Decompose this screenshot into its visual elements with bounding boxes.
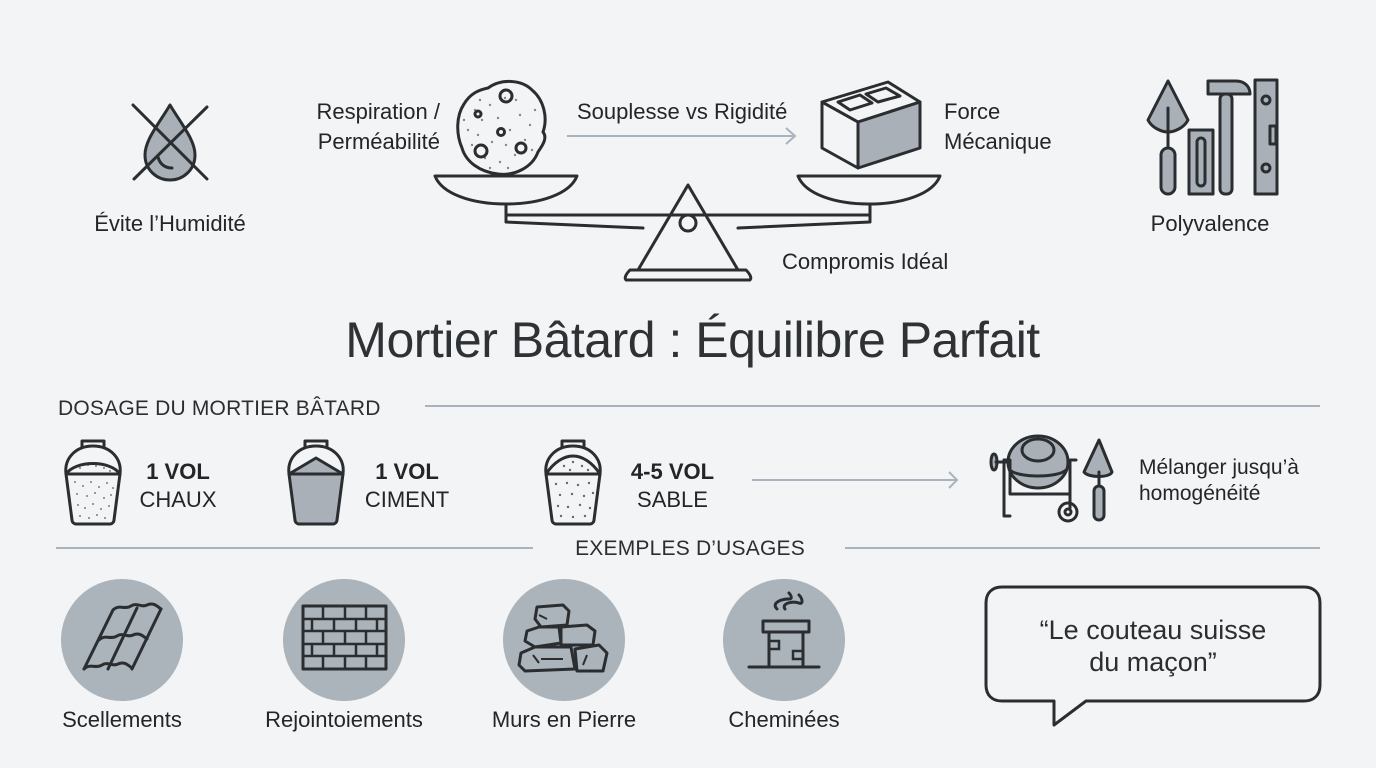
dosage-amount: 1 VOL — [146, 459, 210, 484]
dosage-item-cement — [283, 438, 353, 526]
dosage-item-sand-text: 4-5 VOL SABLE — [615, 458, 730, 514]
usage-chimneys-label: Cheminées — [728, 707, 840, 732]
mason-tools-icon — [1146, 78, 1279, 196]
dosage-item-lime-text: 1 VOL CHAUX — [128, 458, 228, 514]
balance-left-label-line1: Respiration / — [316, 99, 440, 124]
balance-right-label: Force Mécanique — [944, 97, 1052, 157]
bucket-lime-icon — [64, 439, 122, 526]
dosage-result — [988, 432, 1114, 524]
fulcrum-label: Compromis Idéal — [782, 249, 949, 274]
dosage-material: CIMENT — [364, 487, 450, 512]
cement-mixer-trowel-icon — [989, 434, 1114, 523]
usages-section-title: EXEMPLES D’USAGES — [575, 537, 805, 560]
chimney-icon — [747, 591, 821, 669]
usage-stone-walls-label: Murs en Pierre — [491, 707, 637, 732]
dosage-item-cement-text: 1 VOL CIMENT — [357, 458, 457, 514]
speech-bubble-icon — [984, 585, 1322, 727]
balance-left-label-line2: Perméabilité — [317, 129, 440, 154]
quote-line2: du maçon” — [1089, 647, 1217, 677]
usage-sealing — [61, 579, 183, 701]
dosage-item-sand — [540, 438, 610, 526]
bucket-cement-icon — [287, 439, 345, 526]
concrete-block-icon — [820, 80, 922, 170]
page-title: Mortier Bâtard : Équilibre Parfait — [345, 312, 1040, 368]
quote-line1: “Le couteau suisse — [1039, 615, 1267, 645]
roof-tiles-icon — [82, 602, 163, 671]
dosage-section-title: DOSAGE DU MORTIER BÂTARD — [58, 397, 381, 420]
dosage-divider — [425, 405, 1320, 407]
benefit-humidity-label: Évite l’Humidité — [94, 211, 246, 236]
usage-repointing-label: Rejointoiements — [265, 707, 423, 732]
benefit-versatility-label: Polyvalence — [1150, 211, 1270, 236]
usage-chimneys — [723, 579, 845, 701]
quote-text: “Le couteau suisse du maçon” — [984, 614, 1322, 678]
dosage-result-label: Mélanger jusqu’à homogénéité — [1139, 455, 1299, 507]
benefit-humidity — [120, 95, 220, 190]
balance-scale — [420, 70, 960, 300]
arrow-right-icon — [752, 471, 959, 489]
benefit-versatility — [1140, 78, 1280, 198]
dosage-amount: 4-5 VOL — [630, 459, 715, 484]
usage-repointing — [283, 579, 405, 701]
balance-left-label: Respiration / Perméabilité — [296, 97, 440, 157]
dosage-item-lime — [60, 438, 130, 526]
dosage-amount: 1 VOL — [375, 459, 439, 484]
balance-arrow-label: Souplesse vs Rigidité — [577, 99, 788, 124]
usages-divider-left — [56, 547, 533, 549]
usage-stone-walls — [503, 579, 625, 701]
dosage-arrow — [750, 470, 960, 490]
no-water-drop-icon — [131, 103, 209, 182]
balance-right-label-line2: Mécanique — [944, 129, 1052, 154]
usages-divider-right — [845, 547, 1320, 549]
dosage-result-line2: homogénéité — [1139, 482, 1261, 505]
stone-wall-icon — [517, 603, 609, 673]
dosage-material: SABLE — [637, 487, 708, 512]
balance-right-label-line1: Force — [944, 99, 1001, 124]
usage-sealing-label: Scellements — [62, 707, 182, 732]
dosage-result-line1: Mélanger jusqu’à — [1139, 456, 1299, 479]
brick-wall-icon — [301, 604, 388, 671]
bucket-sand-icon — [544, 439, 602, 526]
quote-bubble: “Le couteau suisse du maçon” — [984, 585, 1324, 735]
dosage-material: CHAUX — [139, 487, 217, 512]
porous-mortar-icon — [456, 80, 547, 176]
